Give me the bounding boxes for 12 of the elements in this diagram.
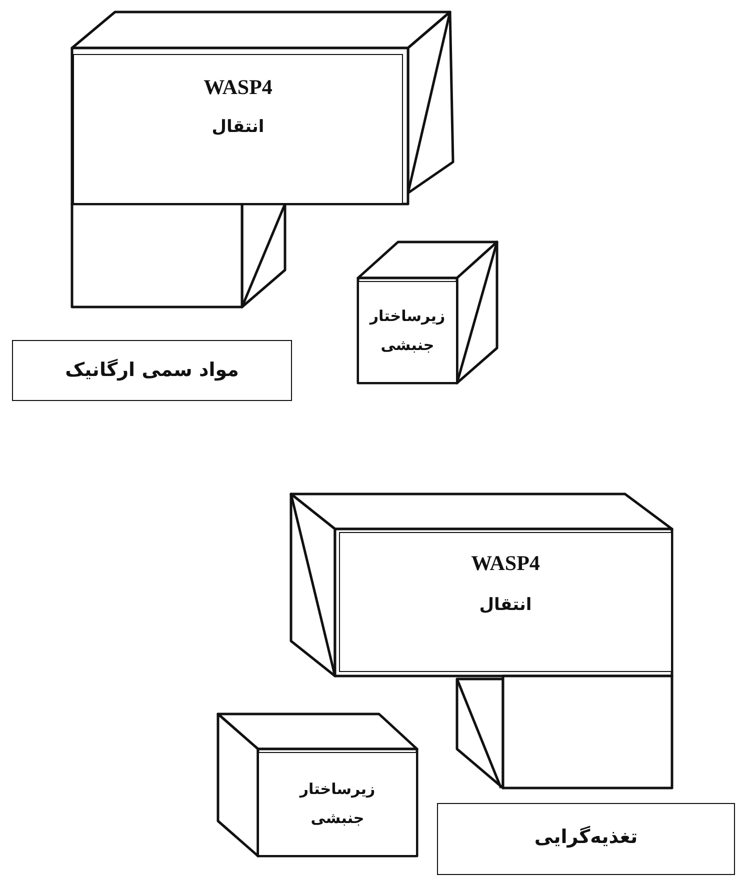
label-box	[12, 340, 292, 401]
label-text: زیرساختار جنبشی	[368, 306, 446, 356]
label-panel	[73, 54, 403, 204]
title-text: WASP4	[204, 74, 272, 101]
label-text: زیرساختار جنبشی	[298, 779, 376, 828]
label-panel	[358, 281, 457, 383]
title-text: WASP4	[471, 550, 540, 577]
label-text: تغذیه‌گرایی	[534, 824, 638, 850]
label-text: مواد سمی ارگانیک	[65, 358, 239, 383]
label-box	[437, 803, 735, 875]
label-text: انتقال	[479, 594, 532, 618]
label-text: انتقال	[212, 116, 264, 140]
